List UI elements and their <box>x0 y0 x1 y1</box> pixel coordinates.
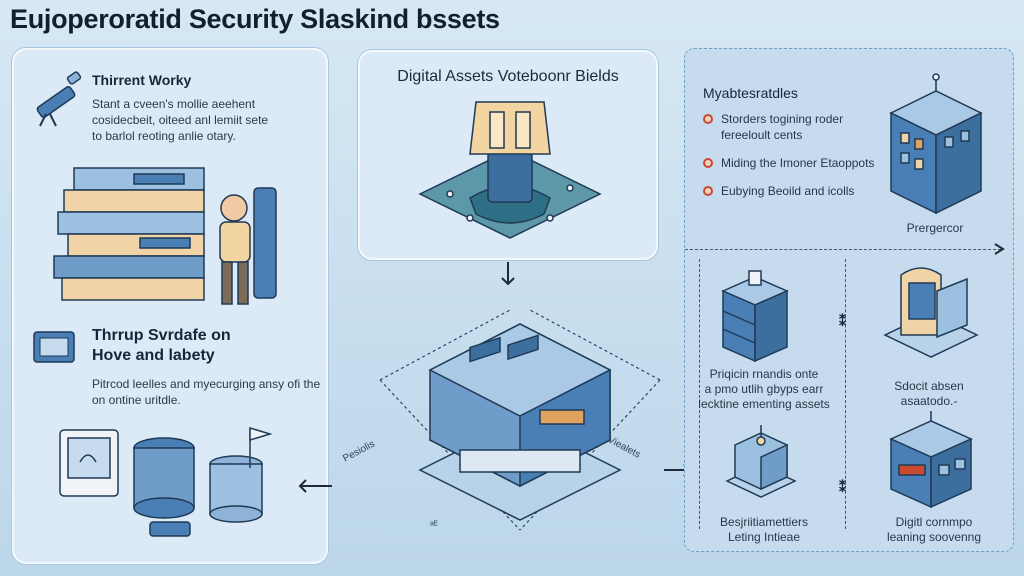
bullet-icon <box>703 114 713 124</box>
caption-line: asaatodo.- <box>900 394 958 408</box>
database-icon <box>59 426 273 537</box>
caption-line: Priqicin rnandis onte <box>709 367 819 381</box>
separator-icon: ⁑ <box>839 479 846 495</box>
page-title: Eujoperoratid Security Slaskind bssets <box>10 4 500 34</box>
shield-vault-icon <box>418 101 602 239</box>
caption-line: lecktine ementing assets <box>698 397 830 411</box>
arrow-left-icon <box>298 479 332 493</box>
section2-line: Pitrcod leelles and myecurging ansy ofi … <box>92 377 321 391</box>
caption-line: leaning soovenng <box>886 530 982 544</box>
center-title: Digital Assets Voteboonr Bields <box>397 68 619 85</box>
section2-heading-line: Hove and labety <box>92 347 215 364</box>
section2-heading-line: Thrrup Svrdafe on <box>92 327 231 344</box>
server-tower-icon <box>721 270 789 363</box>
caption-line: Leting Intieae <box>727 530 801 544</box>
list-item: Miding the Imoner Etaoppots <box>703 155 883 171</box>
mid-right-caption: Sdocit absen asaatodo.- <box>869 379 989 409</box>
building-icon <box>889 73 983 215</box>
section2-line: on ontine uritdle. <box>92 393 181 407</box>
section1-body: Stant a cveen's mollie aeehent cosidecbe… <box>92 96 322 144</box>
section2-heading: Thrrup Svrdafe on Hove and labety <box>92 326 231 366</box>
strategy-list: Storders togining roder fereeloult cents… <box>703 111 883 211</box>
bottom-left-caption: Besjriitiamettiers Leting Intieae <box>689 515 839 545</box>
list-item-text: Eubying Beoild and icolls <box>721 184 855 198</box>
right-strategies-panel: Myabtesratdles Storders togining roder f… <box>684 48 1014 552</box>
arrow-down-icon <box>501 262 515 286</box>
right-heading: Myabtesratdles <box>703 85 798 101</box>
caption-line: Sdocit absen <box>894 379 964 393</box>
section1-line: to barlol reoting anlie otary. <box>92 129 236 143</box>
bullet-icon <box>703 158 713 168</box>
center-feature-panel: Digital Assets Voteboonr Bields <box>358 50 658 260</box>
connector-line <box>845 259 846 529</box>
bullet-icon <box>703 186 713 196</box>
caption-line: Besjriitiamettiers <box>719 515 809 529</box>
section2-body: Pitrcod leelles and myecurging ansy ofi … <box>92 376 322 408</box>
telescope-icon <box>36 71 82 127</box>
arrow-right-icon <box>994 243 1005 255</box>
list-item: Storders togining roder fereeloult cents <box>703 111 883 143</box>
list-item-text: Miding the Imoner Etaoppots <box>721 156 875 170</box>
bottom-right-caption: Digitl cornmpo leaning soovenng <box>869 515 999 545</box>
section1-line: cosidecbeit, oiteed anl lemiit sete <box>92 113 269 127</box>
building-icon <box>889 411 973 509</box>
caption-line: a pmo utlih gbyps earr <box>704 382 824 396</box>
top-right-caption: Prergercor <box>906 221 964 235</box>
caption-line: Digitl cornmpo <box>895 515 973 529</box>
list-item-text: fereeloult cents <box>721 128 803 142</box>
center-bottom-label: ᵃᴱ <box>430 520 438 531</box>
connector-line <box>699 259 700 529</box>
section1-line: Stant a cveen's mollie aeehent <box>92 97 256 111</box>
separator-icon: ⁑ <box>839 313 846 329</box>
list-item: Eubying Beoild and icolls <box>703 183 883 199</box>
central-server-icon <box>379 309 661 531</box>
monitor-icon <box>33 331 75 363</box>
mid-left-caption: Priqicin rnandis onte a pmo utlih gbyps … <box>689 367 839 412</box>
left-info-panel: Thirrent Worky Stant a cveen's mollie ae… <box>12 48 328 564</box>
divider <box>685 249 1001 250</box>
list-item-text: Storders togining roder <box>721 112 844 126</box>
section1-heading: Thirrent Worky <box>92 72 192 88</box>
vault-icon <box>883 267 979 358</box>
server-stack-icon <box>53 167 277 305</box>
box-icon <box>725 425 797 498</box>
